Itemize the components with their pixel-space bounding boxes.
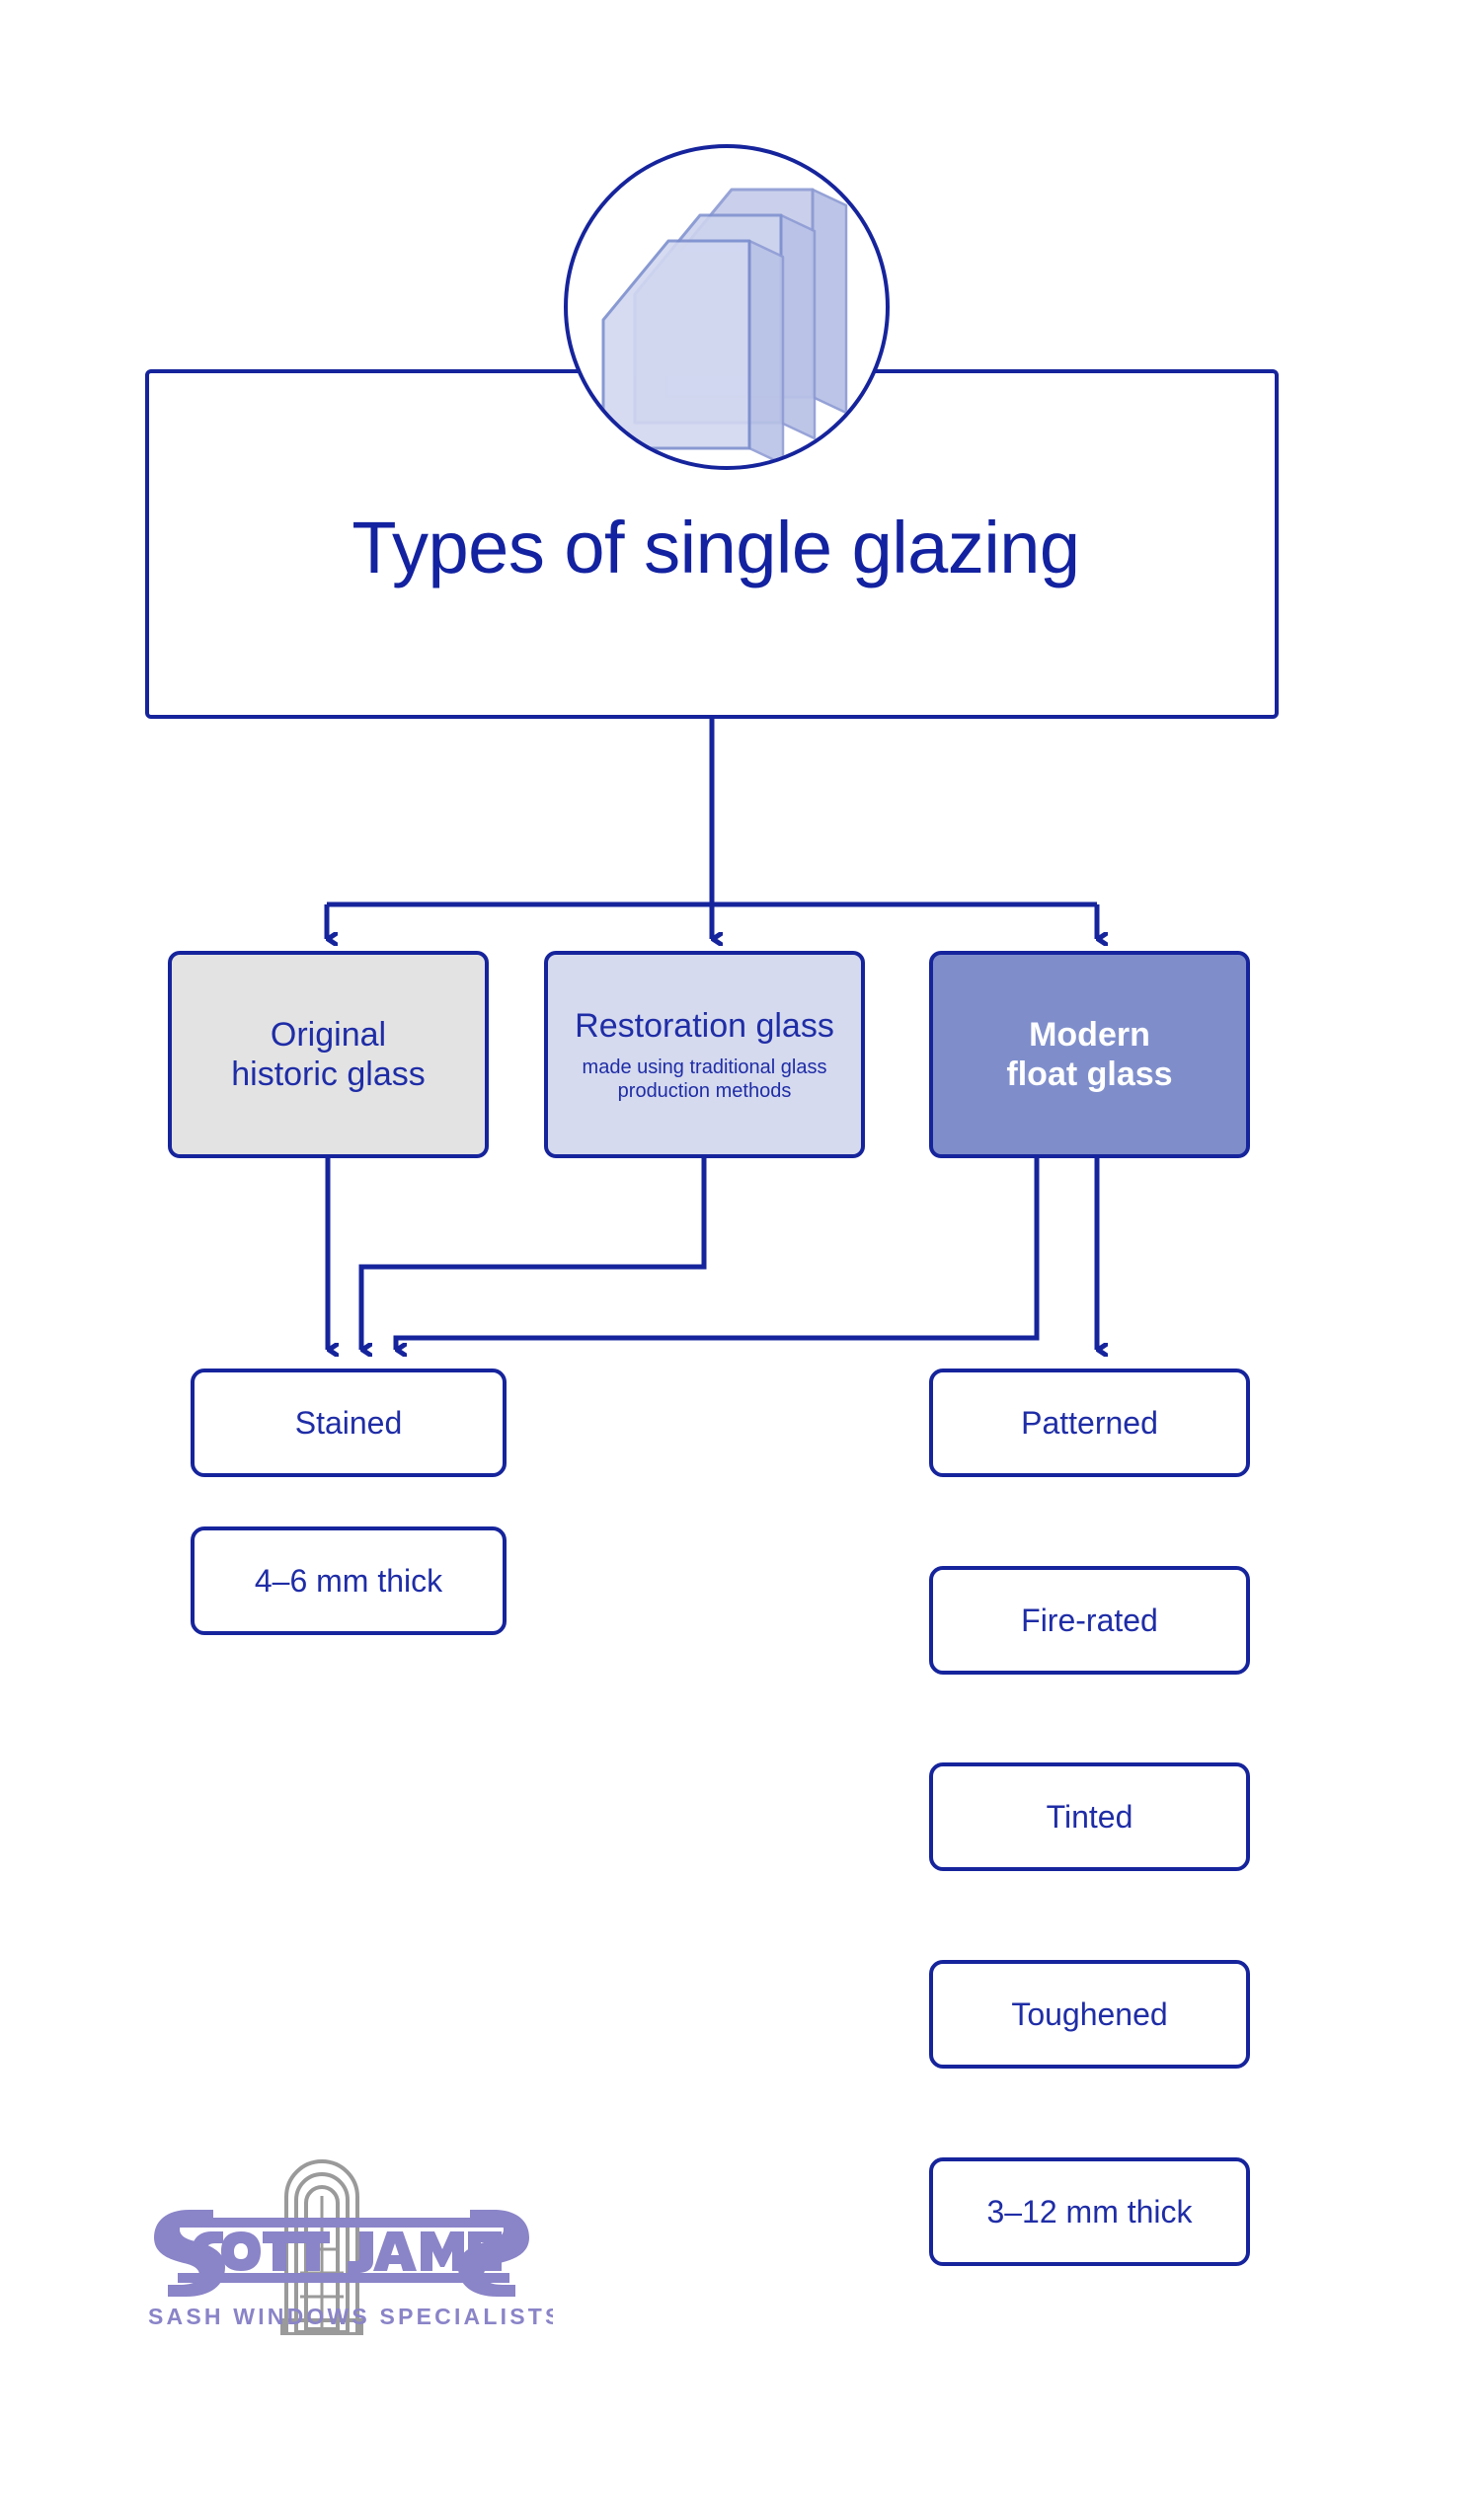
leaf-box-tinted[interactable]: Tinted xyxy=(929,1762,1250,1871)
leaf-label: Fire-rated xyxy=(1021,1602,1158,1638)
logo-tagline: SASH WINDOWS SPECIALISTS xyxy=(148,2304,553,2329)
leaf-box-fire-rated[interactable]: Fire-rated xyxy=(929,1566,1250,1675)
leaf-label: 4–6 mm thick xyxy=(254,1562,443,1599)
leaf-box-thickness-4-6[interactable]: 4–6 mm thick xyxy=(191,1526,507,1635)
glass-panes-icon xyxy=(564,144,890,470)
leaf-label: 3–12 mm thick xyxy=(986,2193,1193,2229)
title-box: Types of single glazing xyxy=(145,369,1279,719)
category-box-modern-float-glass[interactable]: Modern float glass xyxy=(929,951,1250,1158)
leaf-box-patterned[interactable]: Patterned xyxy=(929,1369,1250,1477)
leaf-box-thickness-3-12[interactable]: 3–12 mm thick xyxy=(929,2157,1250,2266)
category-title: Original historic glass xyxy=(231,1015,426,1093)
category-box-original-historic-glass[interactable]: Original historic glass xyxy=(168,951,489,1158)
leaf-box-toughened[interactable]: Toughened xyxy=(929,1960,1250,2069)
category-title: Modern float glass xyxy=(1006,1015,1173,1093)
leaf-label: Patterned xyxy=(1021,1404,1158,1441)
page-title: Types of single glazing xyxy=(351,507,1080,589)
leaf-label: Stained xyxy=(294,1404,403,1441)
category-title: Restoration glass xyxy=(575,1006,834,1045)
leaf-box-stained[interactable]: Stained xyxy=(191,1369,507,1477)
leaf-label: Toughened xyxy=(1011,1995,1168,2032)
leaf-label: Tinted xyxy=(1046,1798,1133,1835)
category-subtitle: made using traditional glass production … xyxy=(582,1056,827,1103)
category-box-restoration-glass[interactable]: Restoration glass made using traditional… xyxy=(544,951,865,1158)
logo-wordmark xyxy=(154,2210,529,2297)
company-logo: SASH WINDOWS SPECIALISTS xyxy=(138,2123,553,2335)
